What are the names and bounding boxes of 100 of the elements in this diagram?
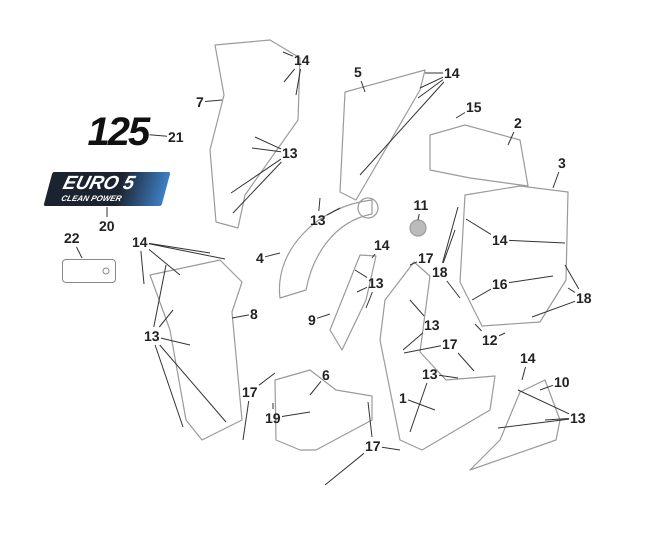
leader-line xyxy=(230,158,282,194)
decal-subtext: CLEAN POWER xyxy=(60,194,123,203)
leader-line xyxy=(474,324,482,332)
leader-line xyxy=(204,100,222,102)
leader-line xyxy=(106,206,108,218)
leader-line xyxy=(360,82,444,176)
leader-line xyxy=(442,230,456,264)
leader-line xyxy=(420,76,444,88)
leader-line xyxy=(366,292,373,308)
callout-number: 13 xyxy=(282,145,298,161)
leader-line xyxy=(354,270,368,278)
leader-line xyxy=(498,418,570,428)
leader-line xyxy=(498,332,506,336)
callout-number: 5 xyxy=(354,64,362,80)
leader-line xyxy=(404,345,442,354)
leader-line xyxy=(316,314,330,319)
callout-number: 14 xyxy=(294,52,310,68)
leader-line xyxy=(148,243,226,260)
leader-line xyxy=(252,148,282,152)
callout-number: 17 xyxy=(442,336,458,352)
callout-number: 21 xyxy=(168,129,184,145)
callout-number: 17 xyxy=(418,250,434,266)
leader-line xyxy=(159,344,226,422)
callout-number: 14 xyxy=(132,234,148,250)
leader-line xyxy=(272,402,274,410)
leader-line xyxy=(372,254,376,258)
leader-line xyxy=(518,390,570,414)
leader-line xyxy=(158,310,174,328)
callout-number: 19 xyxy=(265,410,281,426)
leader-line xyxy=(318,198,320,212)
leader-line xyxy=(232,162,282,214)
leader-line xyxy=(310,380,322,396)
leader-line xyxy=(540,384,554,390)
leader-line xyxy=(368,402,372,438)
leader-line xyxy=(442,206,458,264)
leader-line xyxy=(254,136,282,150)
leader-line xyxy=(282,412,310,417)
callout-number: 7 xyxy=(196,94,204,110)
leader-line xyxy=(324,452,364,486)
leader-line xyxy=(264,252,280,258)
leader-line xyxy=(568,288,576,293)
callout-number: 18 xyxy=(432,264,448,280)
leader-line xyxy=(242,400,250,440)
callout-number: 6 xyxy=(322,367,330,383)
leader-line xyxy=(424,72,444,74)
callout-number: 18 xyxy=(576,290,592,306)
leader-line xyxy=(456,112,466,118)
leader-line xyxy=(564,264,580,290)
leader-line xyxy=(508,240,566,244)
leader-line xyxy=(508,276,554,284)
callout-number: 16 xyxy=(492,276,508,292)
leader-line xyxy=(410,382,428,432)
callout-number: 13 xyxy=(144,328,160,344)
leader-line xyxy=(153,264,166,328)
leader-line xyxy=(148,248,180,276)
callout-number: 10 xyxy=(554,374,570,390)
leader-line xyxy=(508,132,514,146)
leader-line xyxy=(356,286,368,292)
callout-number: 13 xyxy=(422,366,438,382)
leader-line xyxy=(326,208,340,216)
leader-line xyxy=(466,218,492,235)
leader-line xyxy=(402,332,424,350)
plate xyxy=(62,259,116,283)
callout-number: 13 xyxy=(570,410,586,426)
callout-number: 1 xyxy=(399,390,407,406)
callout-number: 22 xyxy=(64,230,80,246)
leader-line xyxy=(258,372,276,386)
leader-line xyxy=(76,246,82,258)
leader-line xyxy=(284,68,296,82)
callout-number: 20 xyxy=(99,218,115,234)
leader-line xyxy=(282,52,294,57)
leader-line xyxy=(360,80,366,92)
callout-number: 17 xyxy=(242,384,258,400)
leader-line xyxy=(154,344,184,428)
callout-number: 14 xyxy=(374,237,390,253)
leader-line xyxy=(532,300,576,318)
callout-number: 11 xyxy=(414,197,428,213)
leader-line xyxy=(160,338,190,346)
leader-line xyxy=(408,399,436,410)
leader-line xyxy=(418,214,420,220)
callout-number: 12 xyxy=(482,332,498,348)
leader-line xyxy=(552,172,560,188)
callout-number: 14 xyxy=(520,350,536,366)
leader-line xyxy=(232,314,250,318)
callout-number: 17 xyxy=(365,438,381,454)
leader-line xyxy=(438,374,458,378)
leader-line xyxy=(458,352,474,372)
callout-number: 14 xyxy=(492,232,508,248)
decal-text: EURO 5 xyxy=(60,173,138,195)
leader-line xyxy=(418,79,444,98)
leader-line xyxy=(544,418,570,420)
callout-number: 13 xyxy=(310,212,326,228)
callout-number: 13 xyxy=(368,275,384,291)
callout-number: 8 xyxy=(250,306,258,322)
callout-number: 2 xyxy=(514,115,522,131)
callout-number: 3 xyxy=(558,155,566,171)
callout-number: 15 xyxy=(466,99,482,115)
leader-line xyxy=(382,446,400,450)
leader-line xyxy=(296,68,301,96)
callout-number: 13 xyxy=(424,317,440,333)
